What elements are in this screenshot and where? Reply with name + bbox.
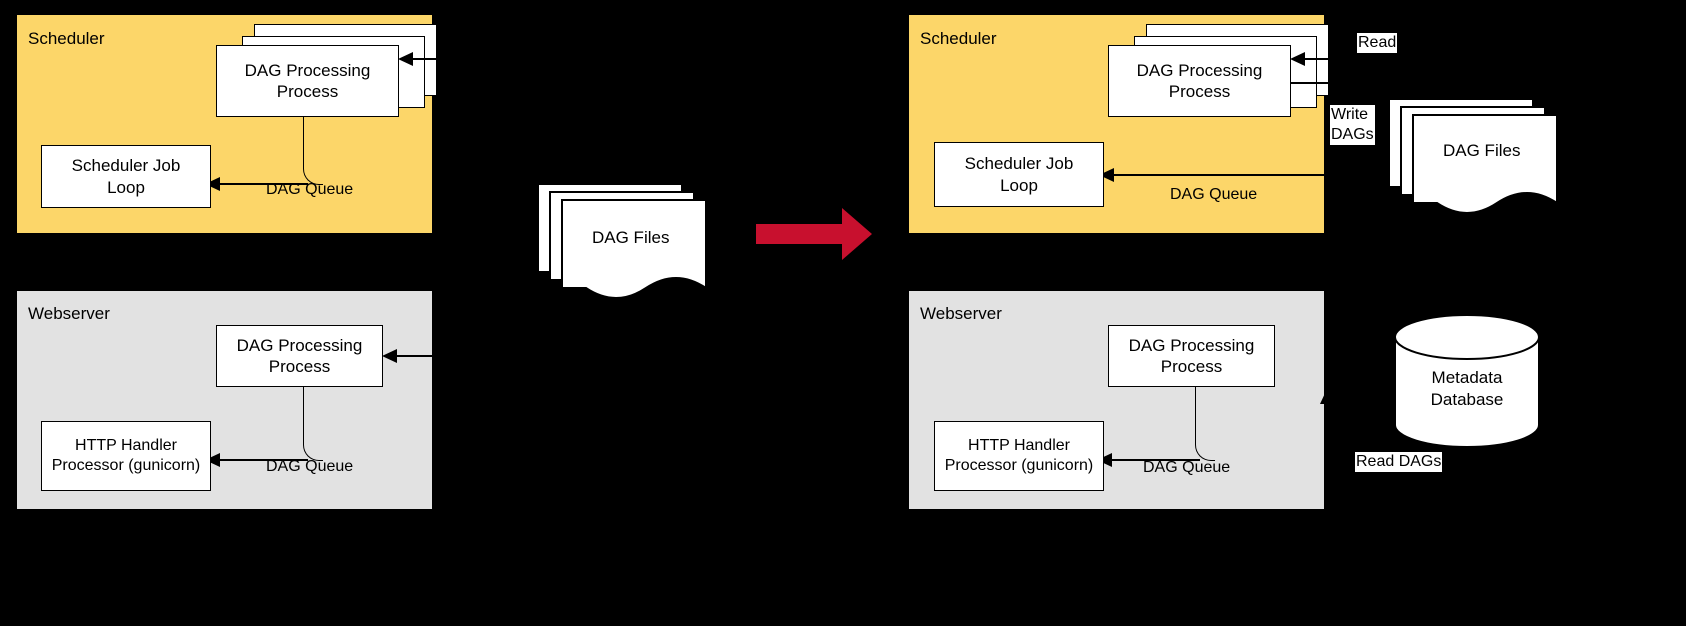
right-write-edge-line	[1290, 82, 1425, 84]
right-webserver-dag-queue-label: DAG Queue	[1143, 459, 1231, 476]
left-webserver-inbound-arrowhead	[382, 349, 397, 363]
left-scheduler-dag-queue-line	[216, 183, 308, 185]
right-read-dags-edge-horizontal	[1326, 480, 1425, 482]
right-dag-processing-process[interactable]: DAG Processing Process	[1108, 45, 1291, 117]
right-dag-processing-line2: Process	[1168, 82, 1231, 101]
left-http-handler-processor[interactable]: HTTP Handler Processor (gunicorn)	[41, 421, 211, 491]
left-http-handler-line1: HTTP Handler	[75, 437, 177, 454]
left-web-dag-processing-line2: Process	[268, 357, 331, 376]
left-webserver-dag-queue-edge	[303, 387, 323, 461]
right-read-edge-line	[1304, 58, 1425, 60]
right-http-handler-processor[interactable]: HTTP Handler Processor (gunicorn)	[934, 421, 1104, 491]
right-dag-files-label: DAG Files	[1443, 141, 1521, 160]
right-dag-processing-line1: DAG Processing	[1136, 60, 1263, 80]
right-scheduler-dag-queue-line	[1112, 174, 1425, 176]
right-write-dags-line2: DAGs	[1331, 126, 1374, 143]
middle-dag-files-label: DAG Files	[592, 228, 670, 247]
left-webserver-inbound-line	[396, 355, 472, 357]
left-webserver-dag-queue-label: DAG Queue	[266, 458, 354, 475]
right-scheduler-dag-queue-label: DAG Queue	[1170, 186, 1258, 203]
left-dag-processing-line1: DAG Processing	[244, 60, 371, 80]
right-http-handler-line1: HTTP Handler	[968, 437, 1070, 454]
left-http-handler-line2: Processor (gunicorn)	[51, 457, 201, 474]
left-dag-processing-process[interactable]: DAG Processing Process	[216, 45, 399, 117]
left-webserver-dag-queue-line	[216, 459, 308, 461]
left-job-loop-line2: Loop	[107, 177, 145, 197]
metadata-database-cylinder[interactable]: Metadata Database	[1393, 315, 1541, 447]
right-read-dags-edge-vertical	[1326, 404, 1328, 482]
left-dag-processing-line2: Process	[276, 82, 339, 101]
left-job-loop-line1: Scheduler Job	[71, 156, 181, 176]
right-http-handler-line2: Processor (gunicorn)	[944, 457, 1094, 474]
right-webserver-label: Webserver	[920, 304, 1002, 323]
left-scheduler-label: Scheduler	[28, 29, 105, 48]
left-scheduler-dag-queue-edge	[303, 117, 323, 185]
right-webserver-dag-queue-edge	[1195, 387, 1215, 461]
left-web-dag-processing-line1: DAG Processing	[236, 335, 363, 355]
left-webserver-label: Webserver	[28, 304, 110, 323]
left-scheduler-inbound-line	[412, 58, 472, 60]
right-write-dags-line1: Write	[1331, 106, 1369, 123]
right-read-dags-label: Read DAGs	[1355, 452, 1443, 472]
right-scheduler-label: Scheduler	[920, 29, 997, 48]
right-webserver-dag-queue-line	[1108, 459, 1200, 461]
right-web-dag-processing-line2: Process	[1160, 357, 1223, 376]
right-web-dag-processing-line1: DAG Processing	[1128, 335, 1255, 355]
right-write-dags-label: Write DAGs	[1330, 105, 1375, 145]
metadata-db-line1: Metadata	[1431, 368, 1503, 387]
right-scheduler-job-loop[interactable]: Scheduler Job Loop	[934, 142, 1104, 207]
left-scheduler-inbound-arrowhead	[398, 52, 413, 66]
metadata-database-text: Metadata Database	[1393, 367, 1541, 411]
left-webserver-dag-processing-process[interactable]: DAG Processing Process	[216, 325, 383, 387]
right-webserver-dag-processing-process[interactable]: DAG Processing Process	[1108, 325, 1275, 387]
left-scheduler-job-loop[interactable]: Scheduler Job Loop	[41, 145, 211, 208]
right-read-edge-arrowhead	[1290, 52, 1305, 66]
right-job-loop-line1: Scheduler Job	[964, 154, 1074, 174]
right-read-dags-arrowhead	[1320, 389, 1334, 404]
transition-arrow	[756, 206, 872, 262]
right-dag-files-stack: DAG Files	[1383, 95, 1563, 214]
right-job-loop-line2: Loop	[1000, 175, 1038, 195]
middle-dag-files-stack: DAG Files	[532, 180, 712, 299]
right-read-label: Read	[1357, 33, 1398, 53]
metadata-db-line2: Database	[1430, 390, 1504, 410]
left-scheduler-dag-queue-label: DAG Queue	[266, 181, 354, 198]
